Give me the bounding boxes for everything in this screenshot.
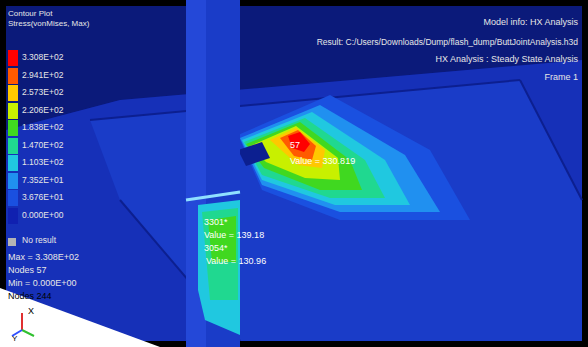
legend-value: 7.352E+01 — [22, 176, 63, 186]
legend-value: 2.941E+02 — [22, 71, 63, 81]
plot-label: Value = 330.819 — [290, 156, 355, 166]
plot-label: Y — [12, 334, 17, 343]
plot-label: Frame 1 — [544, 72, 578, 82]
plot-label: Value = 139.18 — [204, 230, 264, 240]
legend-swatch — [8, 103, 18, 119]
legend-swatch — [8, 138, 18, 154]
legend-swatch — [8, 50, 18, 66]
legend-swatch — [8, 208, 18, 224]
legend-value: 1.838E+02 — [22, 123, 63, 133]
legend-value: 1.103E+02 — [22, 158, 63, 168]
legend-swatch — [8, 173, 18, 189]
plot-label: Contour Plot — [8, 9, 52, 18]
legend-value: 0.000E+00 — [22, 211, 63, 221]
legend-swatch — [8, 190, 18, 206]
plot-label: X — [28, 306, 34, 316]
plot-label: Model info: HX Analysis — [483, 17, 578, 27]
plot-label: Value = 130.96 — [206, 256, 266, 266]
plot-label: 3054* — [204, 243, 228, 253]
plot-label: 3301* — [204, 217, 228, 227]
plot-label: HX Analysis : Steady State Analysis — [435, 54, 578, 64]
plot-label: Nodes 244 — [8, 291, 52, 301]
legend-swatch — [8, 85, 18, 101]
plot-label: 57 — [290, 140, 300, 150]
legend-value: No result — [22, 236, 56, 246]
plot-label: Result: C:/Users/Downloads/Dump/flash_du… — [317, 38, 578, 48]
legend-swatch — [8, 238, 16, 246]
legend-value: 1.470E+02 — [22, 141, 63, 151]
legend-value: 3.308E+02 — [22, 53, 63, 63]
legend-value: 2.206E+02 — [22, 106, 63, 116]
legend-value: 2.573E+02 — [22, 88, 63, 98]
plot-label: Min = 0.000E+00 — [8, 278, 77, 288]
legend-swatch — [8, 68, 18, 84]
legend-value: 3.676E+01 — [22, 193, 63, 203]
plot-label: Nodes 57 — [8, 265, 47, 275]
legend-swatch — [8, 120, 18, 136]
legend-swatch — [8, 155, 18, 171]
plot-label: Max = 3.308E+02 — [8, 252, 79, 262]
plot-label: Stress(vonMises, Max) — [8, 19, 89, 28]
